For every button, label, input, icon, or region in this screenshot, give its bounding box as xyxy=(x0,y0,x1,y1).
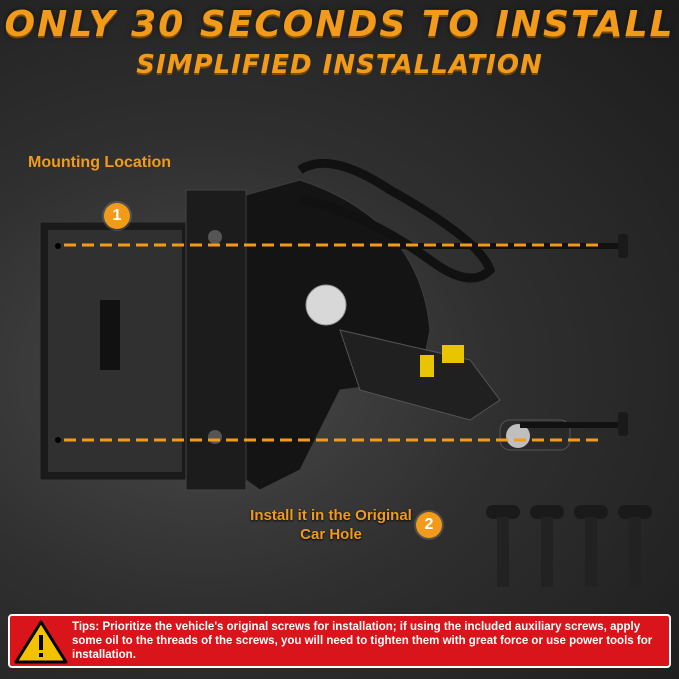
step-1-badge: 1 xyxy=(104,203,130,229)
page-subtitle: SIMPLIFIED INSTALLATION xyxy=(136,50,543,80)
mounting-plate xyxy=(39,221,191,481)
long-bolts xyxy=(400,234,628,436)
mounting-location-label: Mounting Location xyxy=(28,154,172,171)
tips-banner: Tips: Prioritize the vehicle's original … xyxy=(8,614,671,668)
tips-body: Prioritize the vehicle's original screws… xyxy=(72,621,653,661)
tips-prefix: Tips: xyxy=(72,621,100,633)
warning-triangle-icon xyxy=(14,620,68,664)
tips-text: Tips: Prioritize the vehicle's original … xyxy=(72,620,669,662)
auxiliary-screws xyxy=(486,505,652,587)
step-2-badge: 2 xyxy=(416,512,442,538)
page-title: ONLY 30 SECONDS TO INSTALL xyxy=(4,4,675,45)
install-hole-label: Install it in the Original Car Hole xyxy=(250,507,412,543)
